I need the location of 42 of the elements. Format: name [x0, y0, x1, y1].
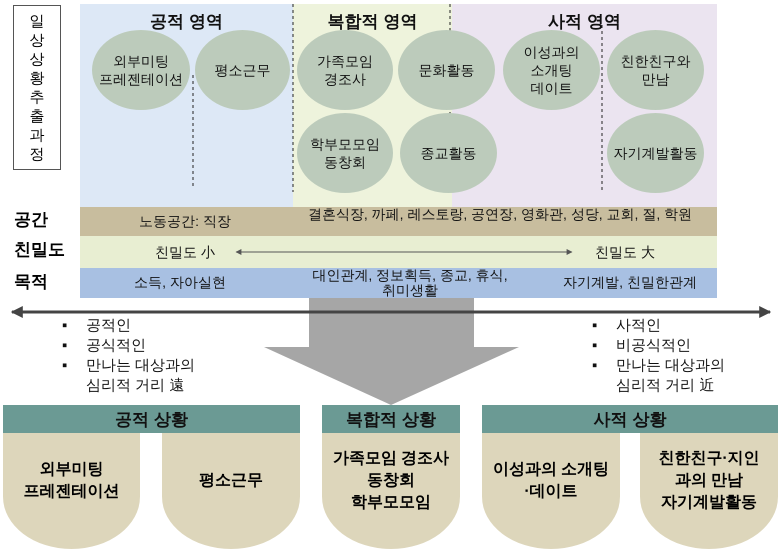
- block-arrow: [264, 298, 519, 405]
- bullet-marker: ▪: [592, 316, 598, 336]
- region-title: 복합적 영역: [326, 12, 418, 32]
- bullet-item: 사적인: [616, 316, 662, 336]
- situation-ellipse: 친한친구와 만남: [607, 30, 704, 110]
- bullet-marker: ▪: [62, 336, 68, 356]
- situation-ellipse: 가족모임 경조사: [297, 30, 393, 110]
- situation-ellipse: 평소근무: [195, 30, 290, 110]
- bullet-marker: ▪: [62, 316, 68, 336]
- situation-card: 가족모임 경조사 동창회 학부모모임: [322, 433, 460, 549]
- band-text: 소득, 자아실현: [133, 275, 227, 290]
- process-label-box: 일상상황추출과정: [13, 5, 61, 170]
- row-label: 목적: [14, 271, 48, 293]
- situation-card: 친한친구·지인 과의 만남 자기계발활동: [640, 433, 778, 549]
- situation-card: 이성과의 소개팅·데이트: [482, 433, 620, 549]
- situation-ellipse: 학부모모임 동창회: [297, 113, 393, 193]
- situation-ellipse: 이성과의 소개팅 데이트: [503, 30, 600, 110]
- row-label: 친밀도: [14, 239, 65, 261]
- band-text: 친밀도 小: [154, 245, 216, 260]
- region-title: 공적 영역: [149, 12, 224, 32]
- band-text: 자기계발, 친밀한관계: [562, 275, 698, 290]
- band-text: 대인관계, 정보획득, 종교, 휴식, 취미생활: [311, 268, 509, 298]
- section-header: 복합적 상황: [322, 405, 460, 433]
- bullet-item: 만나는 대상과의 심리적 거리 遠: [86, 356, 196, 396]
- bullet-item: 공적인: [86, 316, 132, 336]
- bullet-marker: ▪: [62, 356, 68, 376]
- row-label: 공간: [14, 209, 48, 231]
- situation-card: 외부미팅 프레젠테이션: [3, 433, 140, 549]
- bullet-item: 비공식적인: [616, 336, 692, 356]
- bullet-item: 만나는 대상과의 심리적 거리 近: [616, 356, 726, 396]
- situation-ellipse: 자기계발활동: [607, 113, 704, 193]
- region-title: 사적 영역: [547, 12, 622, 32]
- situation-ellipse: 외부미팅 프레젠테이션: [92, 30, 190, 110]
- bullet-item: 공식적인: [86, 336, 147, 356]
- section-header: 사적 상황: [482, 405, 778, 433]
- situation-card: 평소근무: [162, 433, 300, 549]
- band-text: 결혼식장, 까페, 레스토랑, 공연장, 영화관, 성당, 교회, 절, 학원: [306, 207, 694, 222]
- band-text: 친밀도 大: [594, 245, 656, 260]
- bullet-marker: ▪: [592, 336, 598, 356]
- band-text: 노동공간: 직장: [138, 214, 232, 229]
- bullet-marker: ▪: [592, 356, 598, 376]
- section-header: 공적 상황: [3, 405, 300, 433]
